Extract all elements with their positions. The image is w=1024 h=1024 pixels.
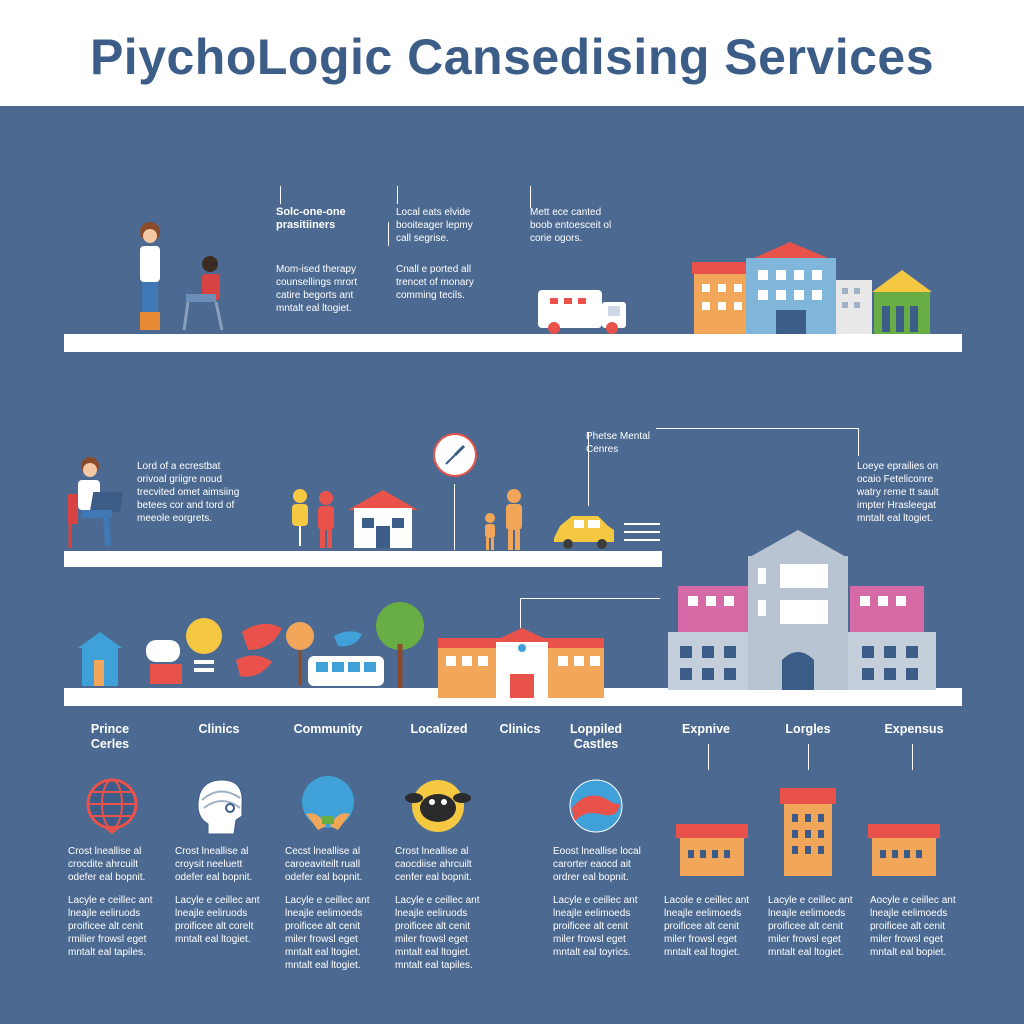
house-clinic-icon xyxy=(348,490,418,548)
row1-tick-b xyxy=(397,186,398,204)
row1-c-heading: Mett ece canted boob entoesceit ol corie… xyxy=(530,207,612,244)
ambulance-icon xyxy=(538,290,626,334)
tall-building-icon xyxy=(780,788,836,876)
person-laptop-illustration xyxy=(68,457,124,548)
column-desc-1: Crost lneallise al crocdite ahrcuilt ode… xyxy=(68,846,146,883)
column-detail-3: Lacyle e ceillec ant lneajle eelimoeds p… xyxy=(285,895,370,971)
row1-a-heading: Solc-one-one prasitiiners xyxy=(276,206,346,231)
parent-child-icon xyxy=(485,489,522,550)
column-desc-3: Cecst lneallise al caroeaviteilt ruall o… xyxy=(285,846,363,883)
row2-b-heading: Phetse Mental Cenres xyxy=(586,431,650,455)
column-label-4: Localized xyxy=(410,722,468,736)
column-detail-6: Lacyle e ceillec ant lneajle eelimoeds p… xyxy=(553,895,638,958)
column-detail-1: Lacyle e ceillec ant lneajle eeliruods p… xyxy=(68,895,153,958)
column-desc-2: Crost lneallise al croysit neeluett odef… xyxy=(175,846,253,883)
row1-a-body: Mom-ised therapy counsellings mrort cati… xyxy=(276,264,358,314)
hands-globe-icon xyxy=(302,776,354,830)
hospital-building-illustration xyxy=(668,530,936,690)
row2-c-body: Loeye eprailies on ocaio Feteliconre wat… xyxy=(857,461,939,524)
shelf-row-2 xyxy=(64,551,662,567)
school-building-illustration xyxy=(438,628,604,698)
row1-tick-c xyxy=(530,186,531,208)
header-band: PiychoLogic Cansedising Services xyxy=(0,0,1024,106)
column-label-7: Expnive xyxy=(682,722,730,736)
clock-icon xyxy=(433,433,477,477)
row2-connector-top xyxy=(656,428,859,429)
row1-tick-a xyxy=(280,186,281,204)
low-building-icon-2 xyxy=(868,824,940,876)
clock-stem xyxy=(454,484,455,550)
column-label-8: Lorgles xyxy=(785,722,831,736)
column-label-9: Expensus xyxy=(884,722,944,736)
campus-buildings-illustration xyxy=(692,242,932,334)
row2-connector-down xyxy=(858,428,859,456)
column-label-6: Loppiled Castles xyxy=(569,722,623,751)
column-8-tick xyxy=(808,744,809,770)
low-building-icon-1 xyxy=(676,824,748,876)
car-icon xyxy=(554,516,660,549)
sheep-icon xyxy=(405,780,471,832)
column-label-3: Community xyxy=(293,722,363,736)
column-9-tick xyxy=(912,744,913,770)
page-title: PiychoLogic Cansedising Services xyxy=(89,29,935,85)
row1-b-body: Cnall e ported all trencet of monary com… xyxy=(396,264,474,301)
people-meeting-icon xyxy=(292,489,334,548)
column-detail-4: Lacyle e ceillec ant lneajle eeliruods p… xyxy=(395,895,480,971)
globe-icon xyxy=(86,778,138,834)
column-label-1: Prince Cerles xyxy=(90,722,130,751)
row3-connector-down xyxy=(520,598,521,628)
row1-b-heading: Local eats elvide booiteager lepmy call … xyxy=(396,207,473,244)
column-detail-8: Lacyle e ceillec ant lneajle eelimoeds p… xyxy=(768,895,853,958)
shelf-row-1 xyxy=(64,334,962,352)
row1-tick-b2 xyxy=(388,222,389,246)
therapist-illustration xyxy=(140,222,224,331)
row2-a-body: Lord of a ecrestbat orivoal griigre noud… xyxy=(137,461,240,524)
column-detail-7: Lacole e ceillec ant lneajle eelimoeds p… xyxy=(664,895,750,958)
column-detail-2: Lacyle e ceillec ant lneajle eeliruods p… xyxy=(175,895,260,945)
column-desc-6: Eoost lneallise local carorter eaocd ait… xyxy=(553,846,641,883)
column-label-5: Clinics xyxy=(499,722,541,736)
row3-connector-top xyxy=(520,598,660,599)
column-label-2: Clinics xyxy=(198,722,240,736)
globe-swirl-icon xyxy=(569,779,623,833)
column-desc-4: Crost lneallise al caocdiise ahrcuilt ce… xyxy=(395,846,472,883)
head-icon xyxy=(197,779,243,835)
community-scene-illustration xyxy=(78,602,424,688)
column-detail-9: Aocyle e ceillec ant lneajle eelimoeds p… xyxy=(870,895,956,958)
row2-tick-b xyxy=(588,432,589,506)
column-7-tick xyxy=(708,744,709,770)
